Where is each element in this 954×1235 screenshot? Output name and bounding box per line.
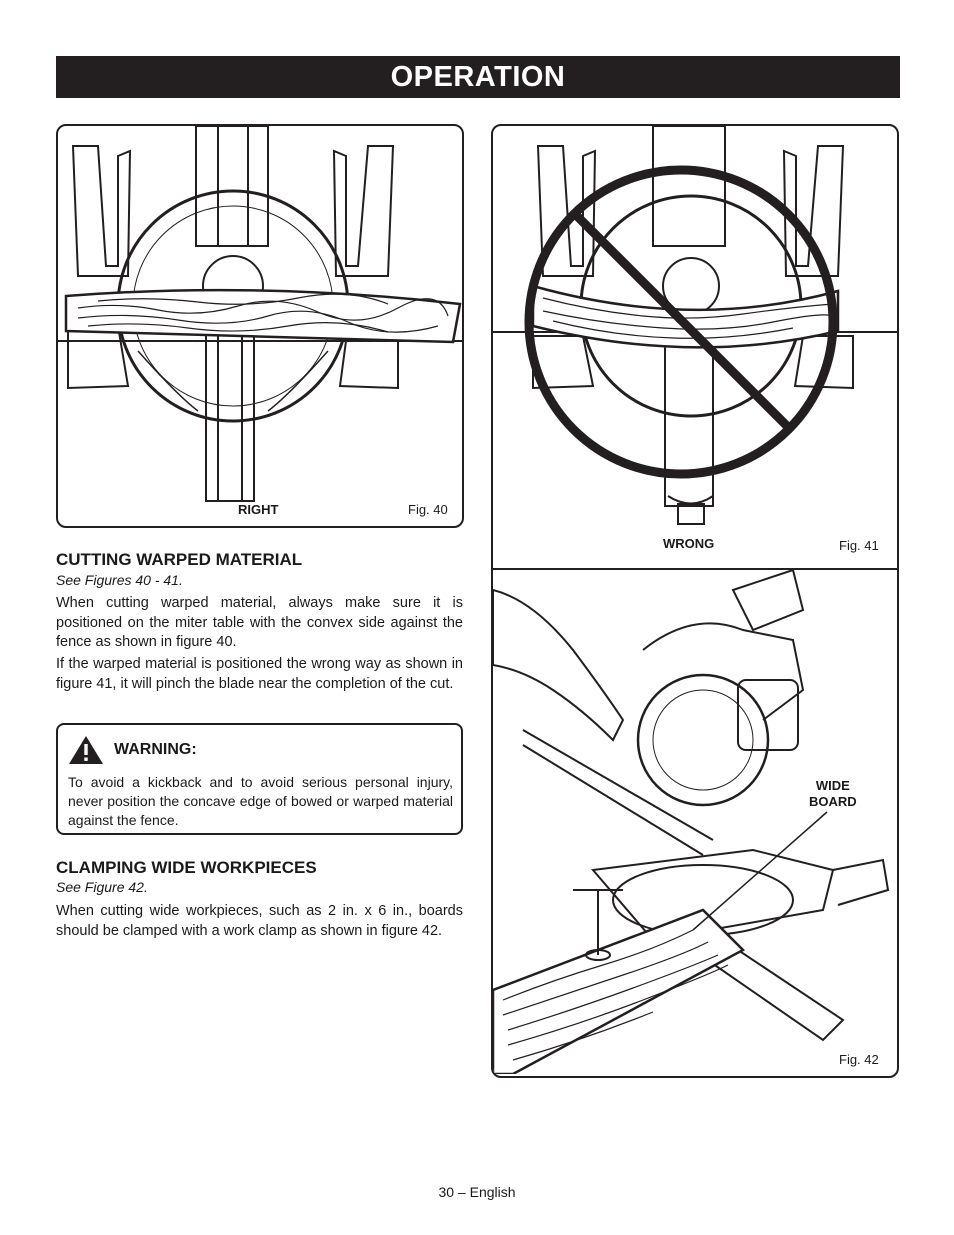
fig-41-label: Fig. 41 — [839, 538, 879, 553]
fig-42-callout: WIDE BOARD — [809, 778, 857, 809]
figure-41-42: WRONG Fig. 41 — [491, 124, 899, 1078]
page-footer: 30 – English — [438, 1184, 516, 1200]
figure-40: RIGHT Fig. 40 — [56, 124, 464, 528]
warning-triangle-icon — [68, 735, 104, 765]
section-heading-warped: CUTTING WARPED MATERIAL — [56, 550, 303, 569]
warning-title: WARNING: — [114, 741, 197, 758]
figure-divider — [493, 568, 897, 570]
paragraph-clamping-1: When cutting wide workpieces, such as 2 … — [56, 903, 463, 939]
page-title: OPERATION — [56, 56, 900, 98]
fig-40-caption: RIGHT — [238, 502, 279, 517]
warning-box: WARNING: To avoid a kickback and to avoi… — [56, 723, 463, 835]
fig-40-label: Fig. 40 — [408, 502, 448, 517]
saw-top-view-wrong-illustration — [493, 126, 897, 525]
see-figure-42: See Figure 42. — [56, 879, 148, 895]
saw-clamping-illustration — [493, 570, 890, 1074]
paragraph-warped-1: When cutting warped material, always mak… — [56, 595, 463, 650]
fig-42-label: Fig. 42 — [839, 1052, 879, 1067]
warning-text: To avoid a kickback and to avoid serious… — [68, 774, 453, 828]
saw-top-view-right-illustration — [58, 126, 462, 502]
section-heading-clamping: CLAMPING WIDE WORKPIECES — [56, 858, 317, 877]
paragraph-warped-2: If the warped material is positioned the… — [56, 656, 463, 692]
see-figures-40-41: See Figures 40 - 41. — [56, 572, 183, 588]
fig-41-caption: WRONG — [663, 536, 715, 551]
